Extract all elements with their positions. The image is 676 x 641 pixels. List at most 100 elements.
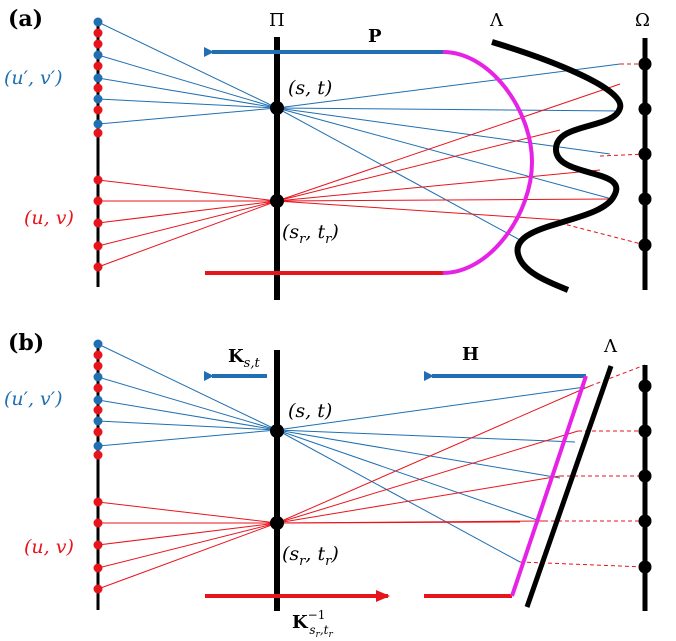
red-ray-in	[97, 200, 278, 247]
arrow-p-label: P	[368, 26, 382, 47]
red-sample-dot	[93, 563, 103, 573]
st-point-label-a: (s, t)	[288, 77, 332, 99]
red-ray-in	[97, 501, 278, 524]
red-ray-out	[276, 200, 561, 221]
blue-sample-dot	[93, 395, 103, 405]
blue-ray-out	[276, 386, 586, 431]
blue-sample-dot	[93, 416, 103, 426]
magenta-curve-a	[442, 50, 535, 275]
red-ray-out	[276, 129, 561, 202]
red-sample-dot	[93, 83, 103, 93]
blue-ray-out	[276, 107, 611, 155]
blue-ray-in	[97, 21, 278, 109]
red-coord-label-b: (u, v)	[24, 536, 74, 558]
blue-ray-out	[276, 429, 576, 443]
omega-point	[638, 469, 652, 483]
point-st-b	[270, 424, 284, 438]
red-sample-dot	[93, 497, 103, 507]
blue-ray-out	[276, 429, 561, 479]
plane-pi-label: Π	[269, 10, 285, 31]
omega-point	[638, 424, 652, 438]
plane-omega-label: Ω	[635, 10, 650, 31]
st-r-label-b: (sr, tr)	[282, 543, 339, 569]
rays-a	[97, 21, 646, 268]
point-st-r-b	[270, 516, 284, 530]
blue-ray-in	[97, 77, 278, 109]
blue-ray-out	[276, 107, 613, 200]
red-ray-out	[276, 475, 561, 524]
red-sample-dot	[93, 28, 103, 38]
wavy-surface-lambda	[491, 39, 624, 293]
blue-ray-in	[97, 420, 278, 431]
blue-ray-in	[97, 107, 278, 125]
omega-point	[638, 560, 652, 574]
blue-ray-out	[276, 107, 521, 241]
red-dashed-ray	[559, 222, 646, 246]
red-sample-dot	[93, 584, 103, 594]
blue-sample-dot	[93, 50, 103, 60]
red-ray-in	[97, 200, 278, 224]
red-dashed-ray	[599, 153, 646, 157]
st-r-label-a: (sr, tr)	[282, 221, 339, 247]
red-ray-in	[97, 200, 278, 268]
rays-b	[97, 343, 646, 590]
sensor-dots-a	[93, 17, 103, 272]
blue-sample-dot	[93, 119, 103, 129]
omega-point	[638, 102, 652, 116]
red-dashed-ray	[589, 364, 646, 387]
blue-ray-in	[97, 54, 278, 109]
red-sample-dot	[93, 361, 103, 371]
omega-point	[638, 147, 652, 161]
blue-sample-dot	[93, 339, 103, 349]
red-sample-dot	[93, 39, 103, 49]
blue-ray-in	[97, 429, 278, 447]
omega-point	[638, 238, 652, 252]
sensor-dots-b	[93, 339, 103, 594]
red-sample-dot	[93, 218, 103, 228]
red-sample-dot	[93, 61, 103, 71]
red-sample-dot	[93, 427, 103, 437]
blue-sample-dot	[93, 73, 103, 83]
point-st-a	[270, 101, 284, 115]
panel-a: (a) Π Λ Ω P (u′, v′) (u, v) (s, t) (sr, …	[4, 6, 652, 300]
red-ray-out	[276, 521, 521, 524]
red-sample-dot	[93, 405, 103, 415]
omega-point	[638, 514, 652, 528]
blue-coord-label-b: (u′, v′)	[4, 388, 63, 410]
red-ray-in	[97, 522, 278, 546]
blue-ray-out	[276, 429, 521, 563]
blue-sample-dot	[93, 17, 103, 27]
red-sample-dot	[93, 383, 103, 393]
omega-point	[638, 379, 652, 393]
blue-ray-out	[276, 429, 541, 522]
omega-dots-a	[638, 57, 652, 252]
red-ray-out	[276, 169, 601, 202]
red-ray-in	[97, 522, 278, 590]
omega-point	[638, 57, 652, 71]
blue-ray-in	[97, 399, 278, 431]
red-ray-out	[276, 83, 621, 202]
surface-lambda-label-b: Λ	[603, 336, 618, 357]
red-sample-dot	[93, 350, 103, 360]
blue-ray-in	[97, 376, 278, 431]
blue-ray-out	[276, 63, 621, 109]
point-st-r-a	[270, 194, 284, 208]
red-ray-out	[276, 385, 591, 524]
red-sample-dot	[93, 175, 103, 185]
arrow-k-st-label: Ks,t	[228, 346, 260, 371]
arrow-h-label: H	[462, 344, 479, 365]
blue-sample-dot	[93, 441, 103, 451]
red-sample-dot	[93, 262, 103, 272]
red-ray-out	[276, 198, 612, 202]
blue-coord-label-a: (u′, v′)	[4, 67, 63, 89]
red-sample-dot	[93, 128, 103, 138]
blue-ray-in	[97, 98, 278, 109]
red-ray-in	[97, 179, 278, 202]
omega-point	[638, 192, 652, 206]
blue-sample-dot	[93, 94, 103, 104]
blue-ray-in	[97, 343, 278, 431]
red-ray-in	[97, 522, 278, 569]
